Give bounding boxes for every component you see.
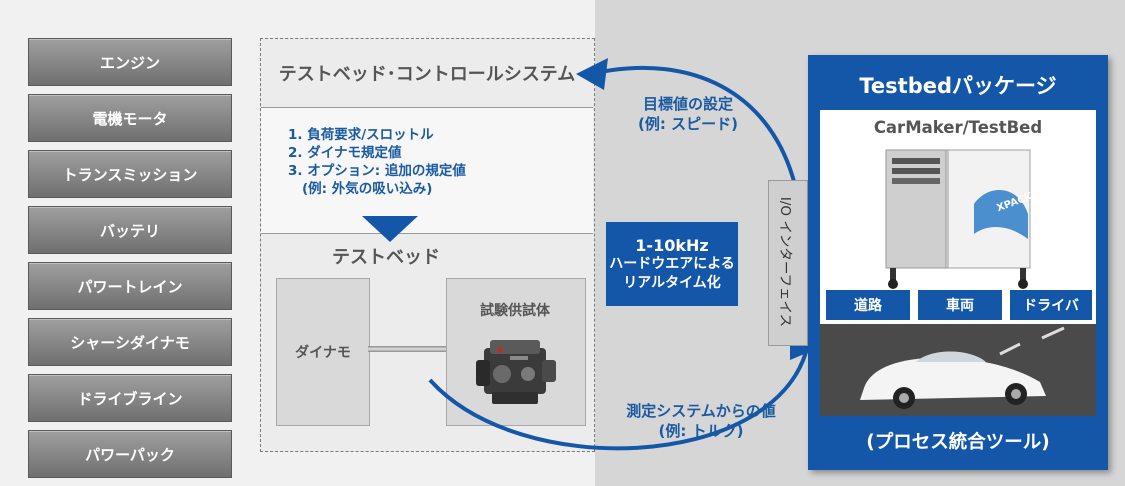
tag-road: 道路	[826, 290, 910, 320]
target-value-title: 目標値の設定	[642, 95, 733, 113]
realtime-line: ハードウエアによる	[609, 255, 735, 272]
sidebar-item-label: トランスミッション	[62, 165, 198, 184]
realtime-line: リアルタイム化	[623, 274, 721, 291]
test-unit-label: 試験供試体	[480, 303, 550, 319]
measured-value-example: (例: トルク)	[658, 422, 744, 440]
measured-value-label: 測定システムからの値 (例: トルク)	[596, 401, 806, 441]
sidebar-item-transmission[interactable]: トランスミッション	[28, 150, 232, 198]
target-value-label: 目標値の設定 (例: スピード)	[618, 94, 758, 134]
sidebar-item-powerpack[interactable]: パワーパック	[28, 430, 232, 478]
drive-shaft	[368, 346, 446, 352]
sidebar-item-label: 電機モータ	[92, 109, 168, 128]
frequency-label: 1-10kHz	[635, 235, 709, 255]
carmaker-title: CarMaker/TestBed	[873, 118, 1043, 137]
request-list: 1. 負荷要求/スロットル 2. ダイナモ規定値 3. オプション: 追加の規定…	[288, 126, 466, 198]
sidebar-item-label: エンジン	[99, 53, 160, 72]
sidebar-item-battery[interactable]: バッテリ	[28, 206, 232, 254]
dynamometer-block: ダイナモ	[276, 278, 370, 426]
sidebar-item-driveline[interactable]: ドライブライン	[28, 374, 232, 422]
left-arrow-icon	[576, 58, 608, 90]
io-interface-box	[768, 180, 808, 346]
control-request-panel	[261, 108, 593, 234]
request-item: 3. オプション: 追加の規定値	[288, 163, 466, 179]
sidebar-item-label: パワートレイン	[77, 277, 183, 296]
testbed-title: テストベッド	[332, 247, 440, 268]
sidebar-item-label: シャーシダイナモ	[70, 333, 190, 352]
engine-image	[476, 340, 556, 404]
control-system-title: テストベッド･コントロールシステム	[278, 64, 576, 85]
hardware-rack-image	[885, 149, 1031, 289]
io-interface-label: I/O インターフェイス	[777, 196, 793, 328]
sidebar-item-powertrain[interactable]: パワートレイン	[28, 262, 232, 310]
tag-driver: ドライバ	[1010, 290, 1092, 320]
down-arrow-icon	[362, 216, 418, 242]
request-item: 2. ダイナモ規定値	[288, 145, 402, 161]
sidebar-item-chassis-dyno[interactable]: シャーシダイナモ	[28, 318, 232, 366]
request-item: 1. 負荷要求/スロットル	[288, 127, 434, 143]
request-item: (例: 外気の吸い込み)	[302, 181, 433, 197]
tag-label: 車両	[946, 298, 974, 314]
target-value-example: (例: スピード)	[638, 115, 738, 133]
tag-label: 道路	[854, 298, 882, 314]
tag-label: ドライバ	[1023, 298, 1079, 314]
sidebar-item-engine[interactable]: エンジン	[28, 38, 232, 86]
measured-value-title: 測定システムからの値	[626, 402, 776, 420]
package-footer: (プロセス統合ツール)	[866, 432, 1050, 453]
tag-vehicle: 車両	[918, 290, 1002, 320]
package-title: Testbedパッケージ	[859, 74, 1057, 98]
realtime-box: 1-10kHz ハードウエアによる リアルタイム化	[606, 222, 738, 306]
car-road-image	[820, 324, 1096, 416]
sidebar-item-label: パワーパック	[85, 445, 175, 464]
sidebar-item-electric-motor[interactable]: 電機モータ	[28, 94, 232, 142]
sidebar-item-label: ドライブライン	[77, 389, 183, 408]
dynamometer-label: ダイナモ	[295, 345, 351, 361]
sidebar-item-label: バッテリ	[99, 221, 160, 240]
control-system-header: テストベッド･コントロールシステム	[261, 39, 593, 108]
